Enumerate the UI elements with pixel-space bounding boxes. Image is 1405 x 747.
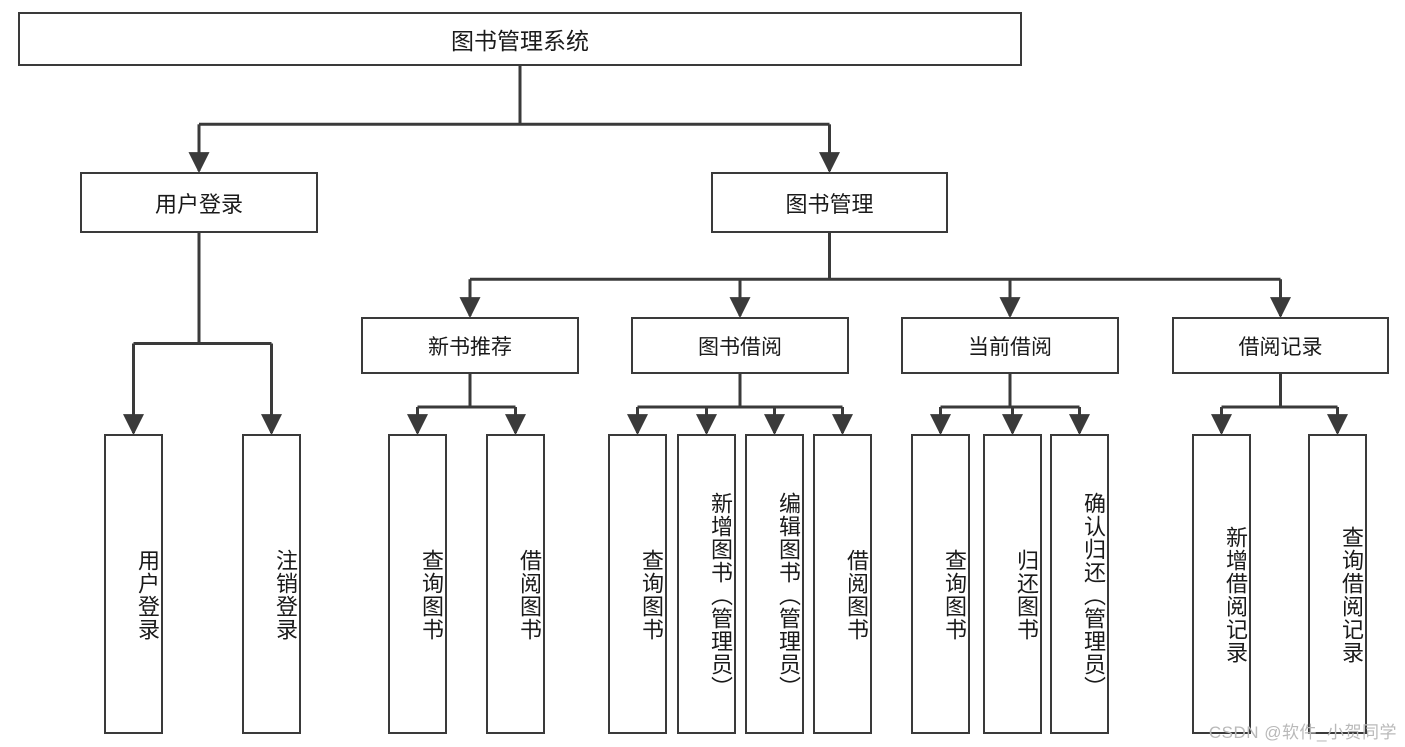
- node-leaf-6[interactable]: 新增图书（管理员）: [677, 434, 736, 734]
- node-label: 新书推荐: [428, 335, 512, 359]
- node-user-login[interactable]: 用户登录: [80, 172, 318, 233]
- node-label: 图书管理: [785, 191, 874, 217]
- node-leaf-1[interactable]: 用户登录: [104, 434, 163, 734]
- node-label: 借阅图书: [844, 549, 869, 641]
- node-leaf-7[interactable]: 编辑图书（管理员）: [745, 434, 804, 734]
- node-label: 确认归还（管理员）: [1081, 491, 1106, 699]
- node-leaf-8[interactable]: 借阅图书: [813, 434, 872, 734]
- node-new-books[interactable]: 新书推荐: [361, 317, 579, 374]
- node-leaf-5[interactable]: 查询图书: [608, 434, 667, 734]
- node-leaf-2[interactable]: 注销登录: [242, 434, 301, 734]
- node-borrow[interactable]: 图书借阅: [631, 317, 849, 374]
- node-label: 图书借阅: [698, 335, 782, 359]
- node-leaf-4[interactable]: 借阅图书: [486, 434, 545, 734]
- node-leaf-9[interactable]: 查询图书: [911, 434, 970, 734]
- node-book-mgmt[interactable]: 图书管理: [711, 172, 948, 233]
- node-records[interactable]: 借阅记录: [1172, 317, 1389, 374]
- node-label: 查询图书: [942, 549, 967, 641]
- node-leaf-10[interactable]: 归还图书: [983, 434, 1042, 734]
- node-label: 查询图书: [639, 549, 664, 641]
- node-label: 查询借阅记录: [1339, 526, 1364, 664]
- node-label: 用户登录: [135, 549, 160, 641]
- node-leaf-11[interactable]: 确认归还（管理员）: [1050, 434, 1109, 734]
- node-leaf-3[interactable]: 查询图书: [388, 434, 447, 734]
- node-leaf-12[interactable]: 新增借阅记录: [1192, 434, 1251, 734]
- node-label: 新增借阅记录: [1223, 526, 1248, 664]
- node-label: 图书管理系统: [451, 28, 589, 54]
- node-label: 注销登录: [273, 549, 298, 641]
- node-label: 当前借阅: [968, 335, 1052, 359]
- node-root[interactable]: 图书管理系统: [18, 12, 1022, 66]
- node-label: 查询图书: [419, 549, 444, 641]
- node-label: 归还图书: [1014, 549, 1039, 641]
- node-label: 用户登录: [154, 191, 243, 217]
- node-label: 借阅记录: [1238, 335, 1323, 359]
- node-label: 编辑图书（管理员）: [776, 491, 801, 699]
- node-current[interactable]: 当前借阅: [901, 317, 1119, 374]
- node-leaf-13[interactable]: 查询借阅记录: [1308, 434, 1367, 734]
- node-label: 新增图书（管理员）: [708, 491, 733, 699]
- node-label: 借阅图书: [517, 549, 542, 641]
